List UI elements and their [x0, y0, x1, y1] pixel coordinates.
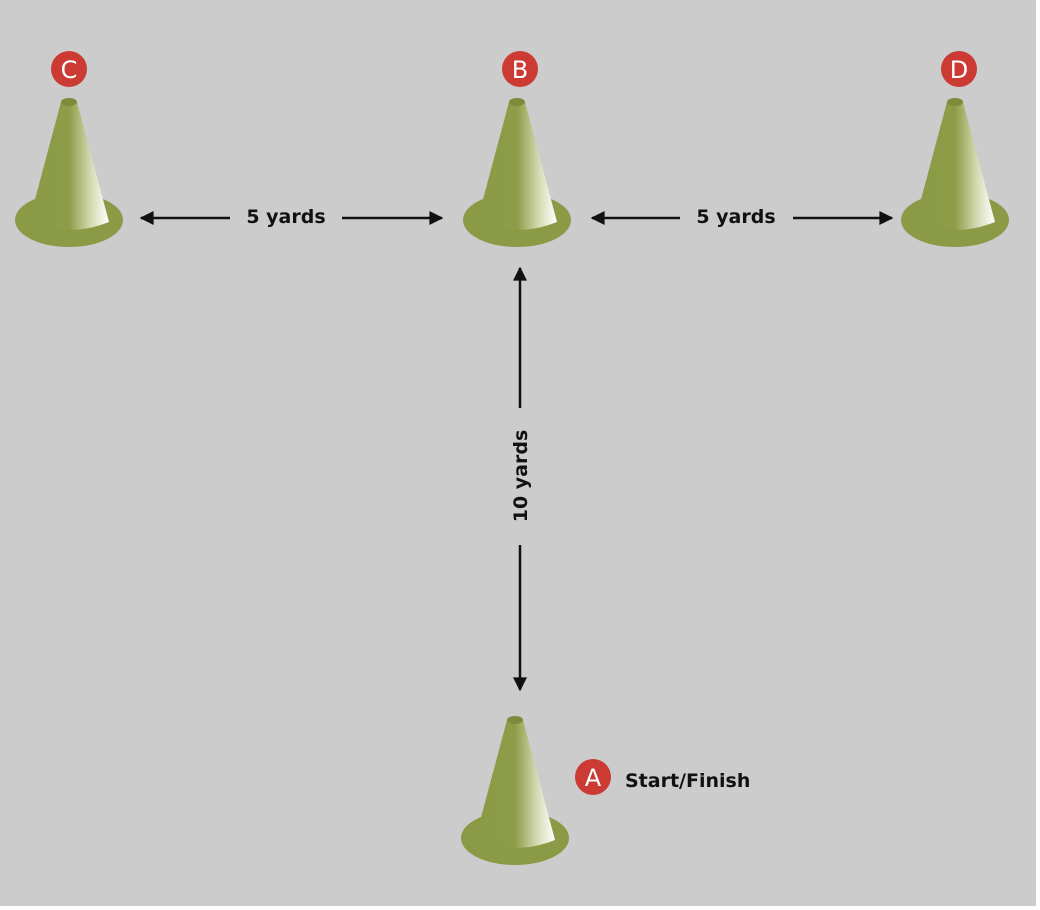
cone-c: C	[15, 51, 123, 247]
distance-c-to-b: 5 yards	[139, 206, 444, 228]
badge-a	[575, 759, 611, 795]
badge-d	[941, 51, 977, 87]
cone-a	[461, 716, 569, 865]
badge-b	[502, 51, 538, 87]
cone-body	[29, 102, 109, 230]
cone-body	[477, 102, 557, 230]
badge-c	[51, 51, 87, 87]
badge-c-letter: C	[61, 56, 78, 84]
frame-line-bottom	[0, 906, 1040, 910]
cone-d: D	[901, 51, 1009, 247]
badge-d-letter: D	[950, 56, 968, 84]
distance-label-a-b: 10 yards	[510, 430, 532, 523]
distance-b-to-d: 5 yards	[590, 206, 894, 228]
badge-b-letter: B	[512, 56, 528, 84]
cone-body	[915, 102, 995, 230]
cone-tip	[509, 98, 525, 106]
badge-a-letter: A	[585, 764, 602, 792]
distance-label-c-b: 5 yards	[246, 206, 325, 228]
frame-line-right	[1036, 0, 1040, 910]
cone-tip	[507, 716, 523, 724]
cone-tip	[947, 98, 963, 106]
cone-body	[475, 720, 555, 848]
start-finish-label: Start/Finish	[625, 770, 750, 792]
cone-b: B	[463, 51, 571, 247]
distance-label-b-d: 5 yards	[696, 206, 775, 228]
cone-tip	[61, 98, 77, 106]
distance-a-to-b: 10 yards	[510, 266, 532, 692]
